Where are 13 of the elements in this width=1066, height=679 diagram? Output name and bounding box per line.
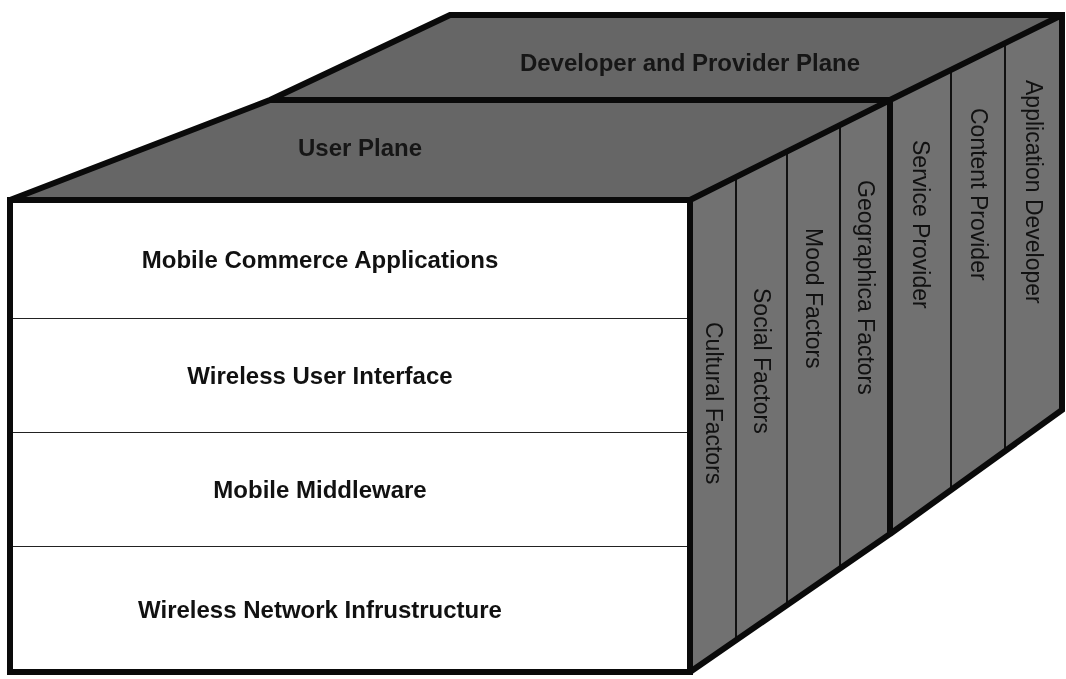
factor-label: Application Developer bbox=[1020, 80, 1047, 304]
factor-label: Cultural Factors bbox=[699, 322, 727, 485]
factor-label: Mood Factors bbox=[800, 228, 827, 369]
factor-label: Content Provider bbox=[964, 108, 992, 281]
plane-label: User Plane bbox=[297, 133, 423, 162]
plane-label: Developer and Provider Plane bbox=[519, 49, 861, 77]
factor-label: Service Provider bbox=[907, 140, 934, 309]
layer-label: Wireless Network Infrustructure bbox=[138, 596, 502, 624]
layer-label: Wireless User Interface bbox=[187, 362, 453, 390]
factor-label: Geographica Factors bbox=[851, 180, 879, 395]
layer-label: Mobile Middleware bbox=[213, 476, 427, 504]
layer-label: Mobile Commerce Applications bbox=[141, 246, 499, 274]
factor-label: Social Factors bbox=[748, 288, 775, 434]
